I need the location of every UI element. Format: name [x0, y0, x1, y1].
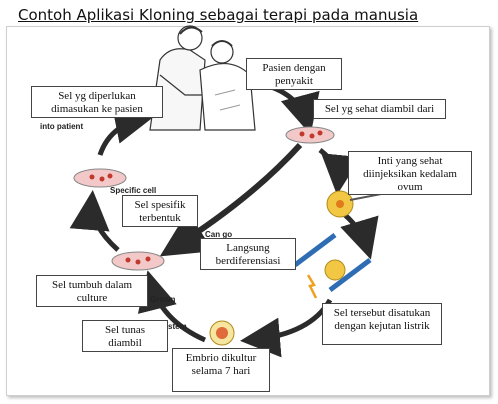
arrow-fusion-to-embryo	[240, 298, 333, 358]
label-nucleus-injected: Inti yang sehat diinjeksikan kedalam ovu…	[348, 151, 472, 195]
petri-dish-culture	[111, 251, 165, 271]
label-specific-cells: Sel spesifik terbentuk	[122, 195, 198, 227]
label-fused: Sel tersebut disatukan dengan kejutan li…	[322, 303, 442, 345]
arrow-embryo-to-culture	[137, 270, 207, 343]
label-stem-cells: Sel tunas diambil	[82, 320, 168, 352]
electric-fusion	[293, 233, 372, 299]
label-healthy-cells: Sel yg sehat diambil dari	[313, 99, 446, 119]
petri-dish-healthy	[285, 126, 335, 144]
label-patient: Pasien dengan penyakit	[246, 58, 342, 90]
label-inserted-into-patient: Sel yg diperlukan dimasukan ke pasien	[31, 86, 163, 118]
bg-label-grown: Grown	[150, 295, 176, 304]
arrow-direct-differentiation	[159, 142, 303, 257]
bg-label-can-go: Can go	[205, 230, 233, 239]
arrow-specific-to-patient	[97, 104, 155, 156]
arrow-patient-to-dish	[264, 82, 320, 135]
arrow-culture-to-specific	[69, 190, 120, 252]
bg-label-specific-cell: Specific cell	[110, 186, 157, 195]
label-embryo: Embrio dikultur selama 7 hari	[172, 348, 270, 392]
arrow-dish-to-ovum	[318, 148, 361, 195]
arrow-ovum-to-fusion	[340, 213, 379, 260]
doctor-patient-illustration	[149, 25, 256, 131]
bg-label-stem: stem	[168, 322, 187, 331]
page-title: Contoh Aplikasi Kloning sebagai terapi p…	[18, 6, 419, 24]
petri-dish-specific	[73, 168, 127, 188]
embryo	[209, 320, 235, 346]
label-grown-culture: Sel tumbuh dalam culture	[36, 275, 148, 307]
label-direct-differentiation: Langsung berdiferensiasi	[200, 238, 296, 270]
bg-label-into-patient: into patient	[40, 122, 84, 131]
